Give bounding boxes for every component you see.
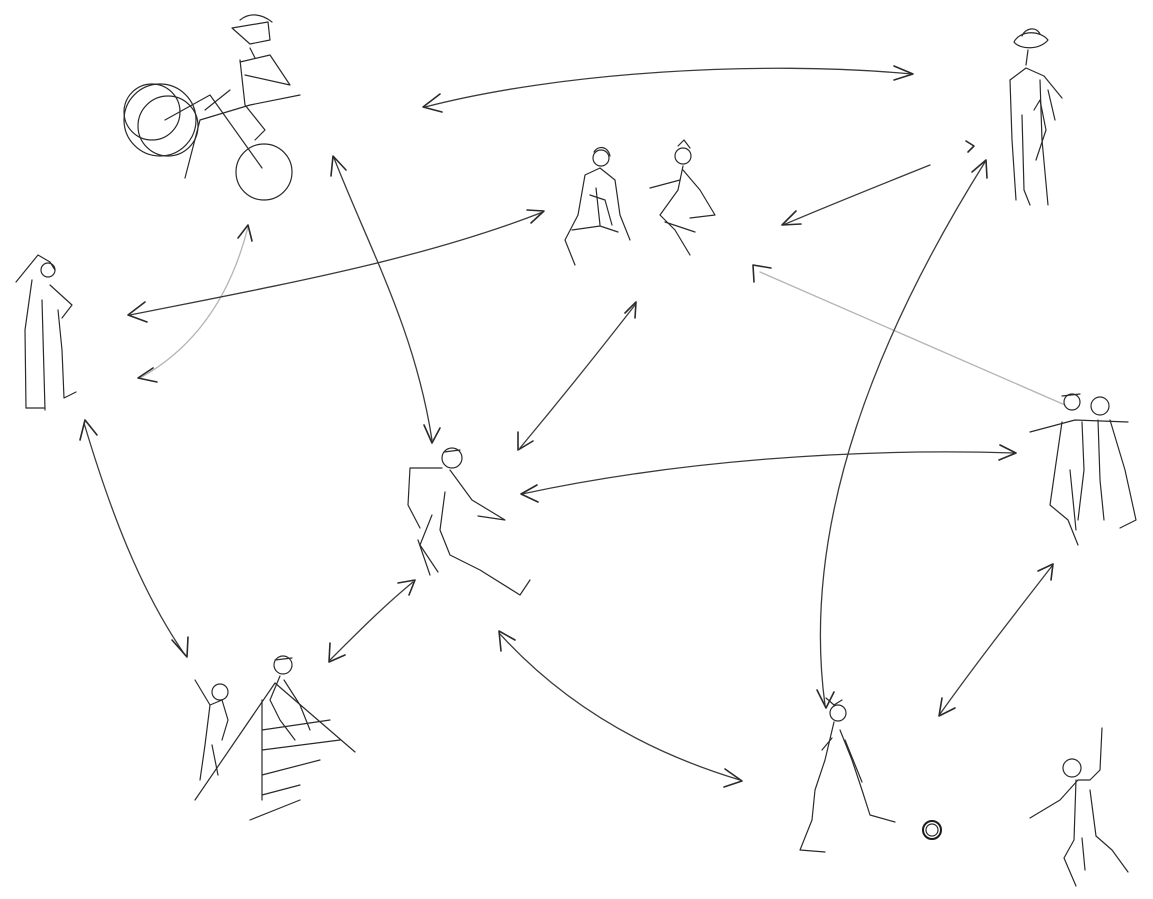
walking-pair-icon (1030, 394, 1136, 545)
waving-child-icon (1030, 728, 1128, 886)
arrow-adult-top-right-ball-kicker (817, 160, 987, 708)
arrow-cyclist-adult-top-right (423, 66, 913, 112)
arrow-runner-ball-kicker (499, 631, 742, 787)
arrow-sitting-pair-runner (518, 302, 636, 450)
running-child-icon (408, 448, 530, 595)
standing-adult-icon (16, 255, 76, 410)
sitting-child-icon (565, 147, 630, 265)
standing-adult-icon (1010, 29, 1062, 205)
crouching-child-icon (650, 140, 715, 255)
arrow-pair-right-ball-kicker (939, 564, 1053, 716)
arrow-cyclist-runner (331, 156, 440, 443)
cyclist-icon (124, 15, 300, 200)
figures-layer (16, 15, 1136, 886)
arrow-pair-right-sitting-pair (753, 265, 1065, 405)
ball-icon (923, 821, 941, 839)
children-on-slide-icon (195, 656, 355, 820)
kicking-child-icon (800, 698, 895, 852)
arrow-slide-pair-runner (329, 580, 415, 662)
arrow-runner-pair-right (521, 445, 1016, 502)
arrow-sitting-pair-adult-left (128, 210, 544, 322)
arrow-adult-top-right-sitting-pair (782, 141, 974, 225)
arrow-adult-left-slide-pair (80, 420, 188, 657)
arrow-cyclist-adult-left (138, 225, 252, 382)
arrows-layer (80, 66, 1065, 787)
